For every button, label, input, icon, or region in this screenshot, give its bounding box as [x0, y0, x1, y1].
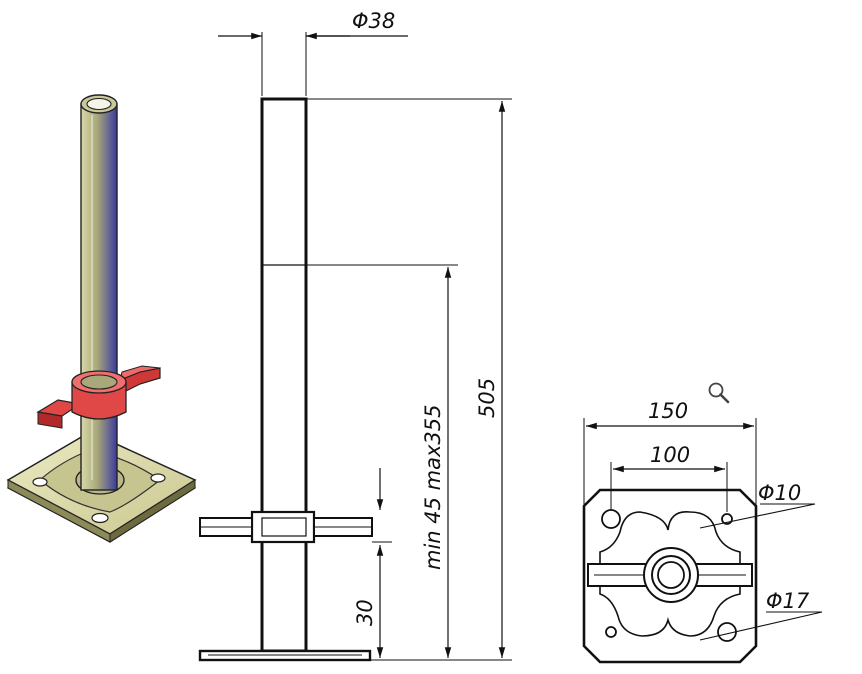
isometric-view — [6, 94, 197, 543]
hole-small-top-right — [721, 513, 733, 525]
elevation-view — [198, 32, 512, 662]
handle-outline — [199, 517, 373, 537]
adjusting-nut-3d — [36, 365, 161, 429]
adjust-range-label: min 45 max355 — [421, 404, 445, 570]
total-height-label: 505 — [475, 378, 499, 418]
zoom-button[interactable] — [704, 378, 734, 408]
tube-outline — [260, 97, 308, 653]
magnifier-icon — [708, 382, 730, 404]
plan-view — [582, 418, 823, 664]
nut-offset-label: 30 — [353, 599, 377, 626]
small-hole-diameter-label: Φ10 — [758, 481, 801, 505]
tube-3d — [80, 94, 118, 491]
hole-small-bottom-left — [605, 626, 617, 638]
plate-width-label: 150 — [648, 399, 688, 423]
hole-spacing-label: 100 — [650, 443, 690, 467]
large-hole-diameter-label: Φ17 — [766, 589, 810, 613]
tube-diameter-label: Φ38 — [352, 9, 395, 33]
